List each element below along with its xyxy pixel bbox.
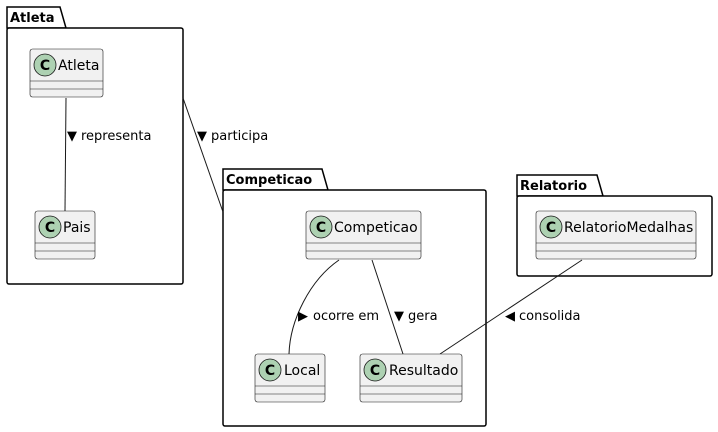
- class-stereotype-icon: [33, 53, 57, 77]
- label-ocorre-em: ▶ ocorre em: [298, 309, 379, 324]
- class-competicao[interactable]: C Competicao: [305, 210, 422, 260]
- relation-label: ocorre em: [313, 309, 379, 324]
- class-name: Resultado: [389, 363, 458, 379]
- svg-text:C: C: [40, 58, 50, 74]
- edge-ocorre-em: [288, 259, 340, 355]
- relation-label: representa: [81, 129, 151, 144]
- direction-arrow-icon: ▼: [394, 309, 404, 324]
- class-stereotype-icon: [38, 215, 62, 239]
- class-pais[interactable]: C Pais: [34, 210, 96, 260]
- package-title: Competicao: [226, 173, 312, 188]
- class-name: Competicao: [334, 220, 418, 236]
- svg-text:C: C: [265, 363, 275, 379]
- edge-participa: [182, 97, 224, 213]
- svg-text:C: C: [316, 220, 326, 236]
- package-title: Atleta: [10, 11, 55, 26]
- svg-text:C: C: [546, 220, 556, 236]
- class-name: Atleta: [58, 58, 99, 74]
- class-resultado[interactable]: C Resultado: [359, 353, 463, 403]
- class-atleta[interactable]: C Atleta: [29, 48, 104, 98]
- svg-text:C: C: [370, 363, 380, 379]
- class-name: Pais: [63, 220, 91, 236]
- class-stereotype-icon: [309, 215, 333, 239]
- label-participa: ▼ participa: [197, 129, 268, 144]
- label-representa: ▼ representa: [67, 129, 151, 144]
- relation-label: gera: [408, 309, 438, 324]
- direction-arrow-icon: ◀: [505, 309, 515, 324]
- class-name: Local: [284, 363, 320, 379]
- relation-label: participa: [211, 129, 268, 144]
- class-stereotype-icon: [539, 215, 563, 239]
- label-consolida: ◀ consolida: [505, 309, 581, 324]
- label-gera: ▼ gera: [394, 309, 438, 324]
- edge-gera: [371, 259, 404, 355]
- class-local[interactable]: C Local: [254, 353, 326, 403]
- edge-consolida: [439, 259, 583, 355]
- class-relatorio-medalhas[interactable]: C RelatorioMedalhas: [535, 210, 697, 260]
- class-name: RelatorioMedalhas: [564, 220, 693, 236]
- direction-arrow-icon: ▼: [67, 129, 77, 144]
- direction-arrow-icon: ▼: [197, 129, 207, 144]
- edge-representa: [64, 97, 67, 212]
- direction-arrow-icon: ▶: [298, 309, 308, 324]
- class-stereotype-icon: [363, 358, 387, 382]
- class-stereotype-icon: [258, 358, 282, 382]
- svg-text:C: C: [45, 220, 55, 236]
- relation-label: consolida: [519, 309, 581, 324]
- package-title: Relatorio: [520, 179, 587, 194]
